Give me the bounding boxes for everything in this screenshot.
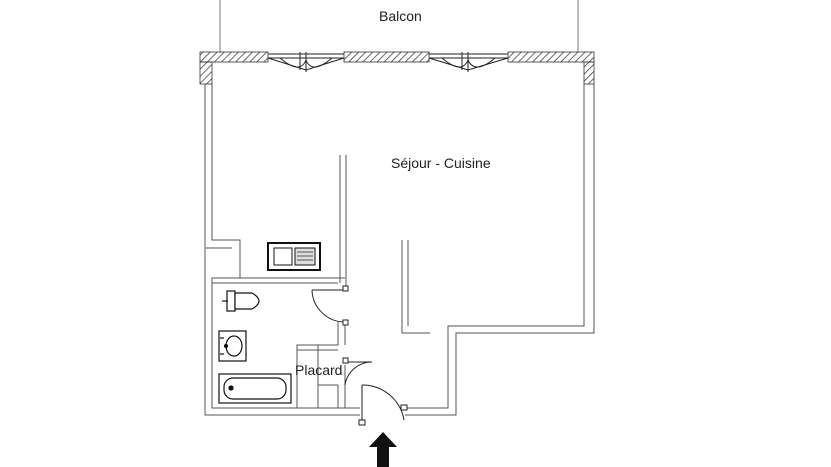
washbasin-icon [218,330,247,362]
room-label-placard: Placard [295,362,343,378]
exterior-wall-top [199,51,595,85]
kitchen-sink-icon [267,242,321,271]
exterior-walls [204,84,595,416]
entrance-arrow-icon [369,432,397,467]
door-swing-icon [342,357,373,386]
room-label-balcon: Balcon [379,8,422,24]
window-icon [267,52,345,72]
bathtub-icon [218,373,292,404]
door-swing-icon [358,384,408,426]
door-swing-icon [311,285,349,326]
interior-walls [296,155,430,408]
toilet-icon [222,290,260,312]
room-label-sejour-cuisine: Séjour - Cuisine [391,155,491,171]
window-icon [428,52,509,72]
balcony-outline [219,0,579,52]
